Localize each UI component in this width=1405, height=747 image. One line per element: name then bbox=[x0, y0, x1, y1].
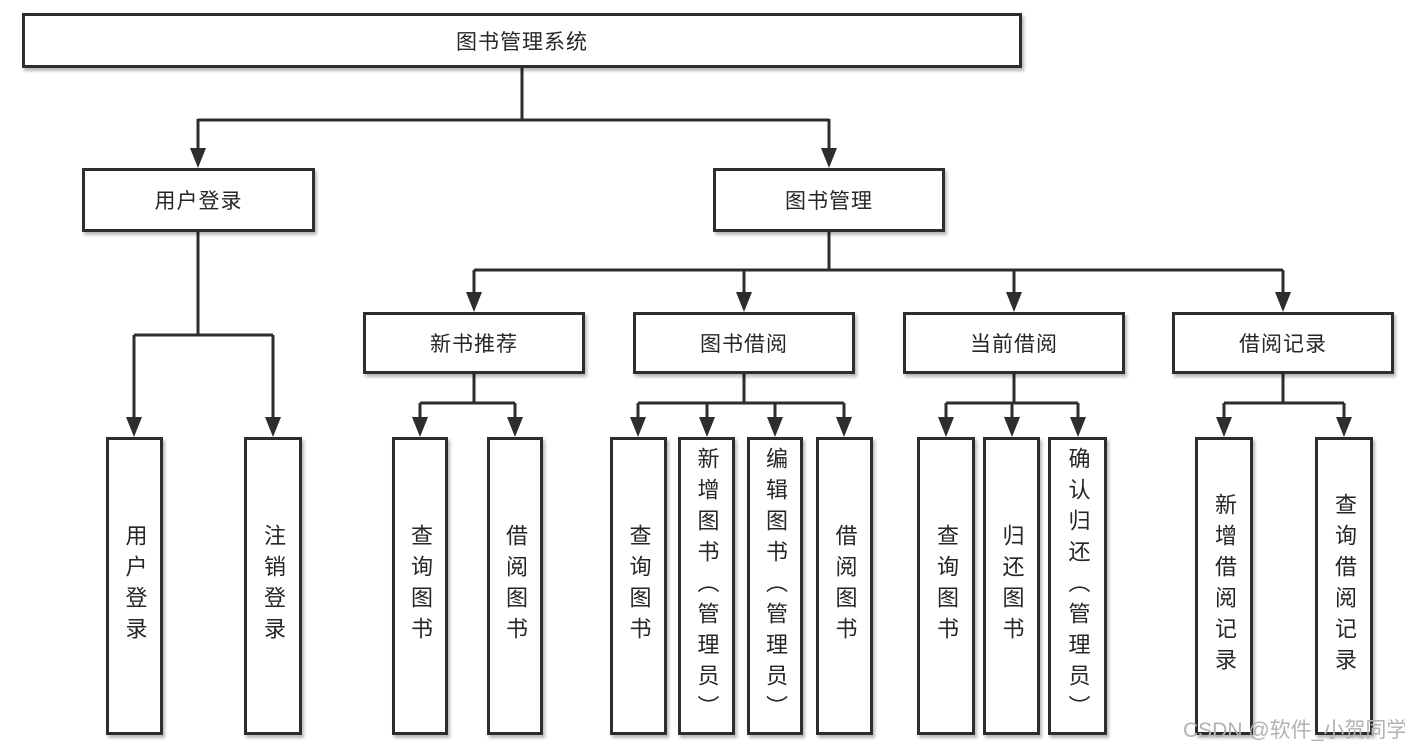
node-label: 确认归还（管理员） bbox=[1065, 446, 1091, 726]
node-root: 图书管理系统 bbox=[22, 13, 1022, 68]
node-label: 新增借阅记录 bbox=[1212, 493, 1237, 679]
node-book-management: 图书管理 bbox=[713, 168, 945, 232]
node-new-book-recommend: 新书推荐 bbox=[363, 312, 585, 374]
node-label: 借阅记录 bbox=[1239, 333, 1327, 356]
leaf-edit-book-admin: 编辑图书（管理员） bbox=[747, 437, 803, 735]
node-label: 当前借阅 bbox=[970, 333, 1058, 356]
leaf-borrow-books-borrow: 借阅图书 bbox=[816, 437, 873, 735]
leaf-query-books-current: 查询图书 bbox=[917, 437, 975, 735]
leaf-return-book: 归还图书 bbox=[983, 437, 1040, 735]
leaf-confirm-return-admin: 确认归还（管理员） bbox=[1048, 437, 1107, 735]
node-label: 图书管理系统 bbox=[456, 30, 588, 54]
node-book-borrow: 图书借阅 bbox=[633, 312, 855, 374]
node-borrow-records: 借阅记录 bbox=[1172, 312, 1394, 374]
node-label: 新书推荐 bbox=[430, 333, 518, 356]
node-label: 借阅图书 bbox=[832, 524, 858, 648]
node-label: 用户登录 bbox=[154, 190, 243, 213]
leaf-add-book-admin: 新增图书（管理员） bbox=[678, 437, 735, 735]
leaf-add-borrow-record: 新增借阅记录 bbox=[1195, 437, 1253, 735]
node-label: 查询图书 bbox=[934, 524, 959, 648]
node-label: 编辑图书（管理员） bbox=[763, 446, 788, 726]
node-label: 借阅图书 bbox=[503, 524, 528, 648]
node-label: 图书管理 bbox=[785, 190, 873, 213]
csdn-watermark: CSDN @软件_小贺同学 bbox=[1183, 719, 1405, 742]
node-label: 用户登录 bbox=[122, 524, 148, 648]
node-label: 归还图书 bbox=[999, 524, 1025, 648]
node-label: 查询图书 bbox=[408, 524, 433, 648]
leaf-user-login: 用户登录 bbox=[106, 437, 163, 735]
leaf-query-borrow-record: 查询借阅记录 bbox=[1315, 437, 1373, 735]
leaf-query-books-borrow: 查询图书 bbox=[610, 437, 667, 735]
node-user-login: 用户登录 bbox=[82, 168, 315, 232]
node-label: 新增图书（管理员） bbox=[694, 446, 720, 726]
node-label: 注销登录 bbox=[261, 524, 286, 648]
node-label: 查询借阅记录 bbox=[1332, 493, 1357, 679]
node-label: 图书借阅 bbox=[700, 333, 788, 356]
node-current-borrow: 当前借阅 bbox=[903, 312, 1125, 374]
leaf-logout: 注销登录 bbox=[244, 437, 302, 735]
leaf-query-books-recommend: 查询图书 bbox=[392, 437, 448, 735]
leaf-borrow-books-recommend: 借阅图书 bbox=[487, 437, 543, 735]
node-label: 查询图书 bbox=[626, 524, 652, 648]
